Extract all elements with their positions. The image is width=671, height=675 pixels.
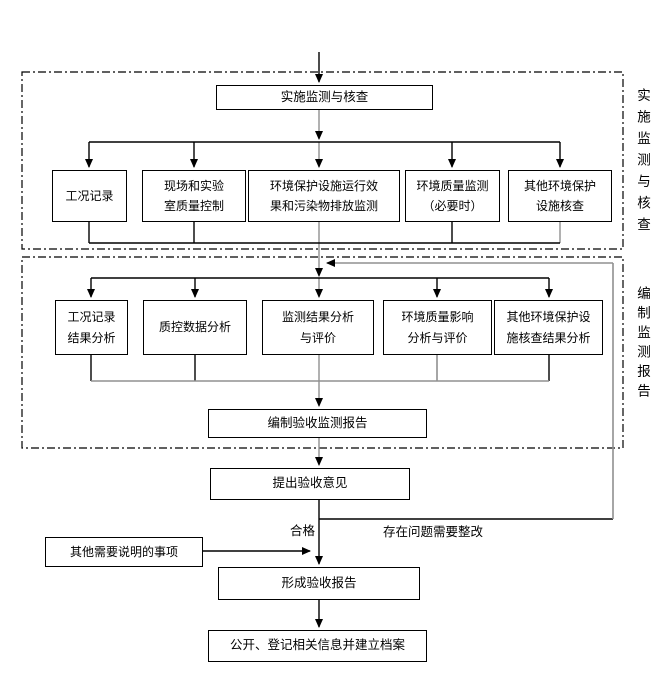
box-implement-monitoring: 实施监测与核查: [216, 85, 433, 110]
section-label-compile-report: 编制监测报告: [635, 286, 650, 403]
box-working-condition-record: 工况记录: [52, 170, 127, 222]
pass-branch-label: 合格: [289, 524, 315, 538]
box-compile-monitoring-report: 编制验收监测报告: [208, 409, 427, 438]
section-label-implement-monitoring: 实施监测与核查: [635, 88, 650, 239]
box-other-matters: 其他需要说明的事项: [45, 537, 203, 567]
box-facility-operation-pollutant-monitoring: 环境保护设施运行效 果和污染物排放监测: [248, 170, 400, 222]
box-form-acceptance-report: 形成验收报告: [218, 567, 420, 600]
box-monitoring-result-analysis: 监测结果分析 与评价: [262, 300, 374, 355]
box-other-facility-result-analysis: 其他环境保护设 施核查结果分析: [494, 300, 603, 355]
box-qc-data-analysis: 质控数据分析: [143, 300, 247, 355]
box-condition-record-analysis: 工况记录 结果分析: [55, 300, 128, 355]
box-publicize-register-archive: 公开、登记相关信息并建立档案: [208, 630, 427, 662]
rectify-branch-label: 存在问题需要整改: [383, 525, 484, 539]
box-env-quality-impact-analysis: 环境质量影响 分析与评价: [383, 300, 492, 355]
box-site-lab-quality-control: 现场和实验 室质量控制: [142, 170, 246, 222]
dashed-section-borders: [21, 71, 624, 449]
box-other-facility-verification: 其他环境保护 设施核查: [508, 170, 612, 222]
main-flow-spine: [315, 110, 561, 466]
feedback-arrow: [91, 259, 614, 519]
flow-arrows: [85, 52, 613, 628]
box-propose-acceptance-opinion: 提出验收意见: [210, 468, 410, 500]
box-environmental-quality-monitoring: 环境质量监测 （必要时）: [405, 170, 500, 222]
